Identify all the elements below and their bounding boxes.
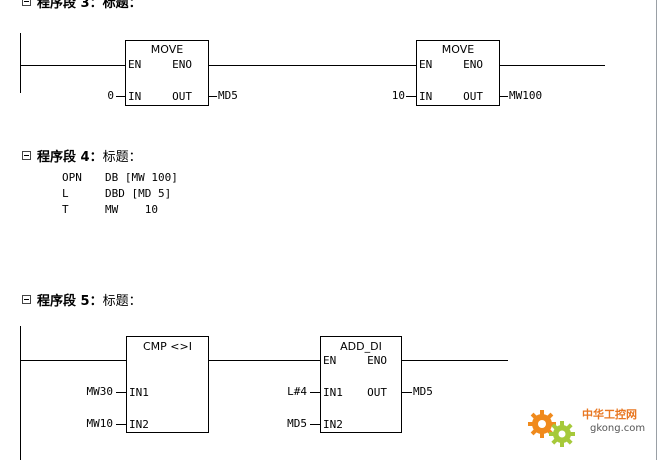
window-border [656,0,657,460]
watermark-domain: gkong.com [590,423,646,434]
segment-4-label: 标题： [102,150,142,165]
cmp-block[interactable]: CMP <>I IN1 IN2 [126,336,209,433]
in-pin: IN [419,90,433,103]
in1-operand[interactable]: MW30 [86,385,114,398]
wire [20,65,125,66]
out-operand[interactable]: MW100 [509,89,543,102]
gear-icon [528,410,575,447]
collapse-icon[interactable] [22,151,31,160]
in1-pin: IN1 [323,386,343,399]
collapse-icon[interactable] [22,295,31,304]
out-pin: OUT [172,90,192,103]
in-operand[interactable]: 0 [107,89,114,102]
wire [209,65,416,66]
wire [500,65,605,66]
power-rail [20,326,21,460]
segment-4-title: 程序段 4： [37,150,103,165]
wire [116,424,126,425]
en-pin: EN [323,354,337,367]
segment-3-header[interactable]: 程序段 3：标题： [22,0,142,11]
in2-pin: IN2 [129,418,149,431]
out-pin: OUT [367,386,387,399]
eno-pin: ENO [172,58,192,71]
stl-op: T [62,203,69,216]
segment-3-title: 程序段 3：标题： [37,0,142,11]
out-operand[interactable]: MD5 [413,385,433,398]
en-pin: EN [419,58,433,71]
move-block-2[interactable]: MOVE EN ENO IN OUT [416,40,500,106]
wire [402,392,412,393]
wire [116,96,125,97]
segment-4-header[interactable]: 程序段 4：标题： [22,146,142,165]
wire [406,96,416,97]
eno-pin: ENO [367,354,387,367]
wire [116,392,126,393]
eno-pin: ENO [463,58,483,71]
wire [402,360,508,361]
segment-5-header[interactable]: 程序段 5：标题： [22,290,142,309]
wire [209,96,217,97]
block-type: CMP <>I [143,340,192,353]
in2-pin: IN2 [323,418,343,431]
wire [310,424,320,425]
block-type: MOVE [441,43,475,56]
out-operand[interactable]: MD5 [218,89,238,102]
block-type: ADD_DI [340,340,382,353]
wire [20,360,126,361]
in1-pin: IN1 [129,386,149,399]
in-operand[interactable]: 10 [391,89,405,102]
stl-op: L [62,187,69,200]
in2-operand[interactable]: MD5 [287,417,307,430]
watermark-brand: 中华工控网 [582,408,637,421]
collapse-icon[interactable] [22,0,31,6]
stl-operand: DBD [MD 5] [105,187,172,200]
block-type: MOVE [150,43,184,56]
en-pin: EN [128,58,142,71]
add-di-block[interactable]: ADD_DI EN ENO IN1 OUT IN2 [320,336,402,433]
stl-operand: MW 10 [105,203,158,216]
wire [500,96,508,97]
wire [310,392,320,393]
in1-operand[interactable]: L#4 [287,385,307,398]
watermark-logo: 中华工控网 gkong.com [526,398,656,450]
power-rail [20,33,21,93]
move-block-1[interactable]: MOVE EN ENO IN OUT [125,40,209,106]
segment-5-label: 标题： [102,294,142,309]
segment-5-title: 程序段 5： [37,294,103,309]
in2-operand[interactable]: MW10 [86,417,114,430]
out-pin: OUT [463,90,483,103]
wire [209,360,320,361]
stl-operand: DB [MW 100] [105,171,178,184]
in-pin: IN [128,90,142,103]
stl-op: OPN [62,171,82,184]
